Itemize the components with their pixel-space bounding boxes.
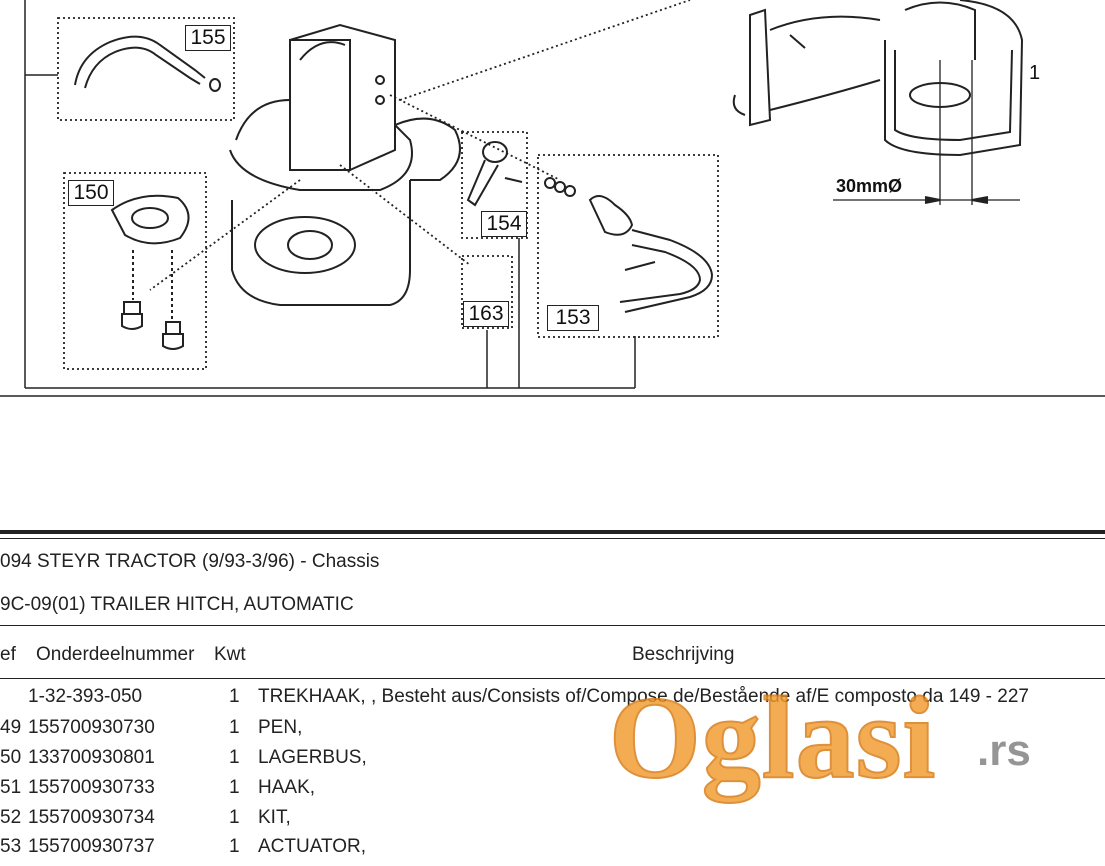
row-qty: 1 bbox=[229, 807, 240, 828]
row-description: PEN, bbox=[258, 717, 303, 738]
row-qty: 1 bbox=[229, 747, 240, 768]
row-qty: 1 bbox=[229, 777, 240, 798]
table-row: 50 133700930801 1 LAGERBUS, bbox=[0, 747, 1105, 777]
dimension-label: 30mmØ bbox=[836, 176, 903, 196]
table-row: 51 155700930733 1 HAAK, bbox=[0, 777, 1105, 807]
row-ref: 50 bbox=[0, 747, 22, 768]
callout-153: 153 bbox=[547, 305, 599, 331]
row-ref: 49 bbox=[0, 717, 22, 738]
row-part-number: 155700930734 bbox=[28, 807, 155, 828]
row-part-number: 133700930801 bbox=[28, 747, 155, 768]
columns-bottom-rule bbox=[0, 678, 1105, 679]
table-row: 53 155700930737 1 ACTUATOR, bbox=[0, 836, 1105, 866]
table-row: 1-32-393-050 1 TREKHAAK, , Besteht aus/C… bbox=[0, 686, 1105, 716]
row-ref: 51 bbox=[0, 777, 22, 798]
col-qty: Kwt bbox=[214, 644, 246, 665]
row-part-number: 155700930730 bbox=[28, 717, 155, 738]
callout-163: 163 bbox=[463, 301, 509, 327]
row-part-number: 1-32-393-050 bbox=[28, 686, 143, 707]
header-top-rule bbox=[0, 530, 1105, 534]
col-ref: ef bbox=[0, 644, 16, 665]
table-row: 52 155700930734 1 KIT, bbox=[0, 807, 1105, 837]
assembly-drawing bbox=[732, 0, 1024, 205]
callout-1: 1 bbox=[1029, 62, 1041, 84]
bushing-150-drawing bbox=[110, 194, 190, 350]
callout-150: 150 bbox=[68, 180, 114, 206]
actuator-153-drawing bbox=[544, 177, 714, 313]
row-qty: 1 bbox=[229, 686, 240, 707]
row-description: LAGERBUS, bbox=[258, 747, 367, 768]
row-ref: 53 bbox=[0, 836, 22, 857]
row-qty: 1 bbox=[229, 836, 240, 857]
oglasi-watermark: Oglasi .rs bbox=[605, 671, 1065, 813]
callout-155: 155 bbox=[185, 25, 231, 51]
col-description: Beschrijving bbox=[632, 644, 735, 665]
callout-154: 154 bbox=[481, 211, 527, 237]
hitch-body-drawing bbox=[229, 23, 461, 306]
columns-top-rule bbox=[0, 625, 1105, 626]
watermark-tld: .rs bbox=[977, 726, 1031, 775]
row-description: ACTUATOR, bbox=[258, 836, 367, 857]
section-title: 9C-09(01) TRAILER HITCH, AUTOMATIC bbox=[0, 594, 354, 615]
row-description: TREKHAAK, , Besteht aus/Consists of/Comp… bbox=[258, 686, 1029, 707]
header-top-rule-thin bbox=[0, 538, 1105, 539]
pin-155-drawing bbox=[74, 35, 221, 92]
row-qty: 1 bbox=[229, 717, 240, 738]
lever-154-drawing bbox=[466, 141, 523, 207]
watermark-brand: Oglasi bbox=[608, 671, 937, 804]
row-part-number: 155700930733 bbox=[28, 777, 155, 798]
model-title: 094 STEYR TRACTOR (9/93-3/96) - Chassis bbox=[0, 551, 380, 572]
row-part-number: 155700930737 bbox=[28, 836, 155, 857]
row-ref: 52 bbox=[0, 807, 22, 828]
row-description: HAAK, bbox=[258, 777, 316, 798]
row-description: KIT, bbox=[258, 807, 291, 828]
col-part-number: Onderdeelnummer bbox=[36, 644, 195, 665]
table-row: 49 155700930730 1 PEN, bbox=[0, 717, 1105, 747]
parts-diagram: 155 150 154 163 153 1 30mmØ bbox=[0, 0, 1105, 400]
